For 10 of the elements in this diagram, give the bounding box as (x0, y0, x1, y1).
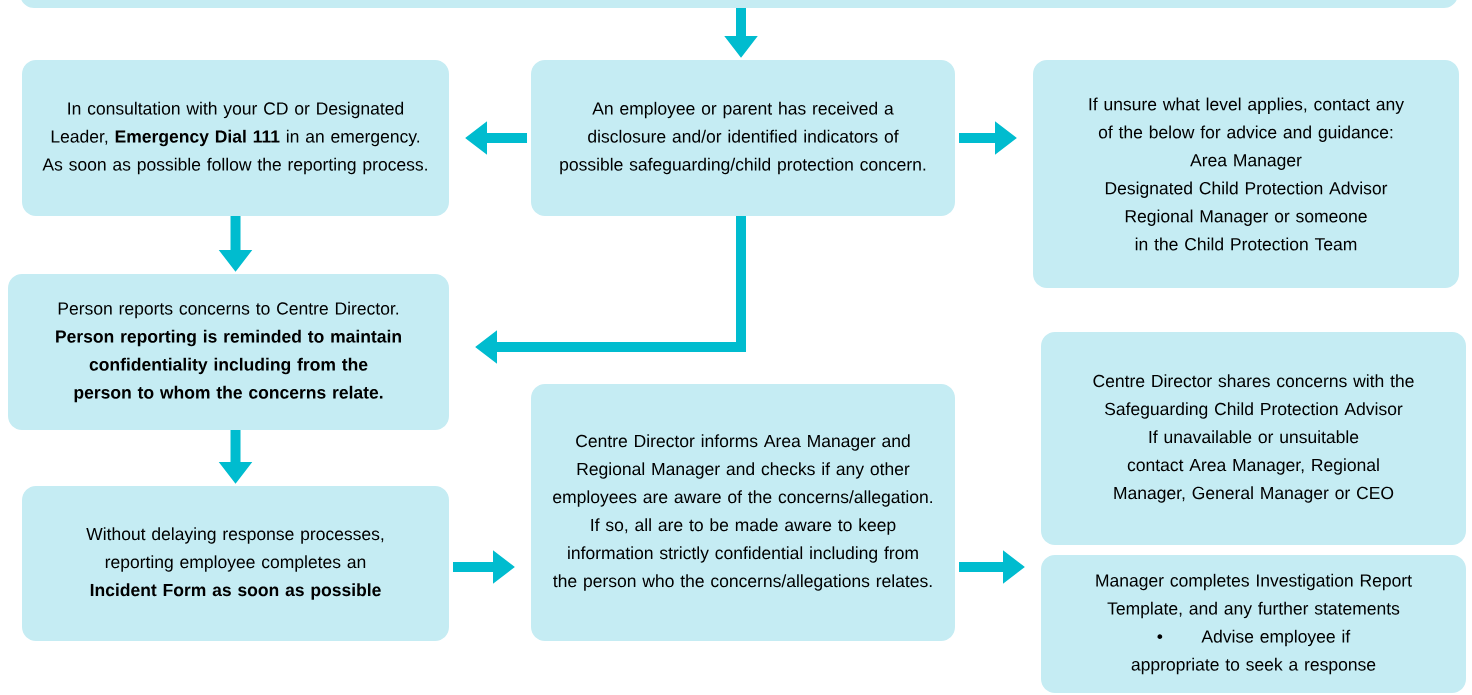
bullet: • (1157, 634, 1163, 640)
process-box: In consultation with your CD or Designated Leader, Emergency Dial 111 in an emergency. As soon as possible follow the reporting process. (22, 60, 449, 216)
process-box: An employee or parent has received a disclosure and/or identified indicators of possible safeguarding/child protection concern. (531, 60, 955, 216)
process-box: Centre Director shares concerns with the Safeguarding Child Protection Advisor If unavailable or unsuitable contact Area Manager, Regional Manager, General Manager or CEO (1041, 332, 1466, 545)
process-box: Manager completes Investigation Report Template, and any further statements • Advise employee if appropriate to seek a response (1041, 555, 1466, 693)
process-box: Person reports concerns to Centre Director. Person reporting is reminded to maintain confidentiality including from the person to whom the concerns relate. (8, 274, 449, 430)
process-box (20, 0, 1458, 8)
process-box: Centre Director informs Area Manager and Regional Manager and checks if any other employees are aware of the concerns/allegation. If so, all are to be made aware to keep information strictly confidential including from the person who the concerns/allegations relates. (531, 384, 955, 641)
process-box: If unsure what level applies, contact any of the below for advice and guidance: Area Manager Designated Child Protection Advisor Regional Manager or someone in the Child Protection Team (1033, 60, 1459, 288)
process-box: Without delaying response processes, reporting employee completes an Incident Form as soon as possible (22, 486, 449, 641)
